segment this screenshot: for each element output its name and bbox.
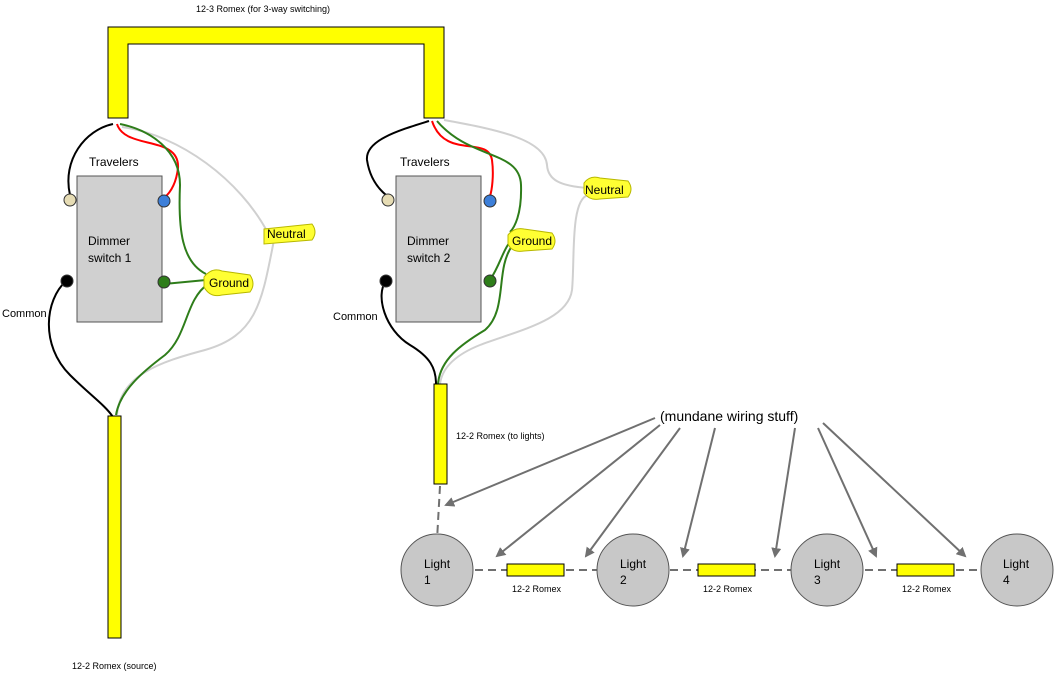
light-2-line2: 2: [620, 573, 627, 587]
romex-source-cable: [107, 415, 122, 639]
dimmer-switch-1-name-line1: Dimmer: [88, 234, 130, 248]
neutral-wire-1b: [116, 239, 275, 416]
dimmer-switch-1-body: [76, 175, 163, 323]
neutral-wirenut-1: [263, 223, 316, 245]
romex-source-label: 12-2 Romex (source): [72, 661, 157, 671]
common-wire-2: [380, 280, 437, 385]
ground-wire-2c: [437, 245, 513, 385]
common-label-2: Common: [333, 311, 378, 323]
callout-arrow-7: [822, 422, 967, 558]
blue-terminal-2: [483, 194, 497, 208]
romex-12-3-label: 12-3 Romex (for 3-way switching): [196, 4, 330, 14]
dimmer-switch-1-name-line2: switch 1: [88, 251, 132, 265]
travelers-label-2: Travelers: [400, 155, 450, 169]
light-1-line1: Light: [424, 557, 451, 571]
callout-label: (mundane wiring stuff): [660, 408, 798, 424]
common-wire-1: [48, 280, 114, 418]
traveler-black-wire-1: [67, 123, 114, 196]
dimmer-switch-2-name-line1: Dimmer: [407, 234, 449, 248]
link-cable-1: [506, 563, 565, 577]
callout-arrow-4: [680, 427, 716, 558]
ground-terminal-1: [157, 275, 171, 289]
neutral-wire-2b: [439, 194, 589, 385]
common-terminal-2: [379, 274, 393, 288]
light-3-line2: 3: [814, 573, 821, 587]
light-2: [596, 533, 670, 607]
ground-wire-2b: [489, 241, 511, 281]
ground-terminal-2: [483, 274, 497, 288]
light-3: [790, 533, 864, 607]
light-1-line2: 1: [424, 573, 431, 587]
ground-wire-2a: [436, 120, 523, 233]
neutral-label-1: Neutral: [267, 227, 306, 241]
link-cable-1-label: 12-2 Romex: [512, 584, 562, 594]
romex-12-3-cable: [107, 26, 445, 119]
link-cable-2: [697, 563, 756, 577]
light-4-line2: 4: [1003, 573, 1010, 587]
callout-arrow-5: [771, 427, 796, 558]
ground-wire-1b: [163, 279, 207, 285]
link-cable-2-label: 12-2 Romex: [703, 584, 753, 594]
callout-arrow-6: [817, 427, 878, 558]
brass-terminal-1: [63, 193, 77, 207]
light-4: [980, 533, 1054, 607]
brass-terminal-2: [381, 193, 395, 207]
blue-terminal-1: [157, 194, 171, 208]
dimmer-switch-2-body: [395, 175, 482, 323]
callout-arrow-2: [495, 424, 661, 558]
neutral-wirenut-2: [583, 176, 632, 200]
dashed-feed-line: [436, 485, 441, 541]
travelers-label-1: Travelers: [89, 155, 139, 169]
romex-to-lights-label: 12-2 Romex (to lights): [456, 431, 545, 441]
light-3-line1: Light: [814, 557, 841, 571]
ground-wire-1c: [115, 283, 209, 416]
traveler-black-wire-2: [365, 120, 430, 196]
romex-to-lights-cable: [433, 383, 448, 485]
traveler-red-wire-1: [116, 123, 180, 199]
common-label-1: Common: [2, 308, 47, 320]
common-terminal-1: [60, 274, 74, 288]
light-2-line1: Light: [620, 557, 647, 571]
link-cable-3-label: 12-2 Romex: [902, 584, 952, 594]
callout-arrow-3: [584, 427, 681, 558]
ground-wirenut-2: [507, 228, 556, 252]
traveler-red-wire-2: [431, 120, 494, 197]
neutral-wire-2a: [443, 119, 589, 189]
ground-label-2: Ground: [512, 234, 552, 248]
link-cable-3: [896, 563, 955, 577]
neutral-label-2: Neutral: [585, 183, 624, 197]
ground-wirenut-1: [203, 269, 254, 297]
dimmer-switch-2-name-line2: switch 2: [407, 251, 451, 265]
callout-arrow-1: [444, 417, 656, 507]
light-1: [400, 533, 474, 607]
ground-wire-1a: [119, 123, 207, 275]
ground-label-1: Ground: [209, 276, 249, 290]
light-4-line1: Light: [1003, 557, 1030, 571]
